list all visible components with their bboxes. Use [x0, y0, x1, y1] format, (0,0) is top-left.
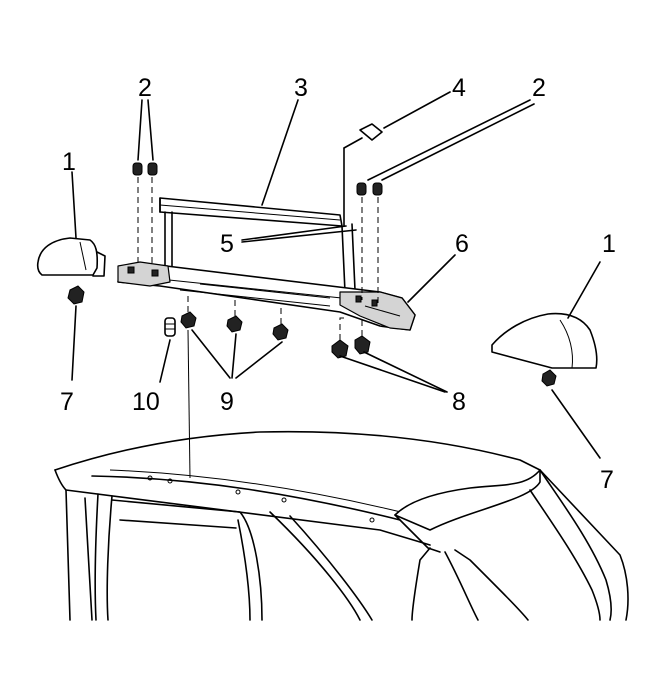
- nut-7-left: [67, 285, 85, 305]
- callout-10: 10: [132, 388, 160, 416]
- bolt-right-a: [356, 182, 367, 300]
- callout-6: 6: [455, 230, 469, 258]
- bolt-10: [164, 317, 176, 337]
- callout-7-left: 7: [60, 388, 74, 416]
- bolt-right-b: [372, 182, 383, 306]
- callout-3: 3: [294, 74, 308, 102]
- alignment-line: [187, 329, 191, 479]
- end-cap-right: [491, 312, 598, 369]
- bolt-left-a: [132, 162, 143, 262]
- nut-9-a: [180, 295, 197, 329]
- callout-2-right: 2: [532, 74, 546, 102]
- nut-8-b: [354, 316, 371, 355]
- vehicle-body: [54, 430, 629, 621]
- callout-4: 4: [452, 74, 466, 102]
- bolt-left-b: [147, 162, 158, 264]
- callout-7-right: 7: [600, 466, 614, 494]
- nut-9-c: [272, 306, 289, 341]
- callout-1-right: 1: [602, 230, 616, 258]
- callouts: 2 3 4 2 1 5 6 1 7 10 9 8 7: [60, 74, 616, 494]
- callout-2-left: 2: [138, 74, 152, 102]
- nut-8-a: [331, 317, 349, 359]
- nut-7-right: [541, 369, 557, 387]
- callout-1-left: 1: [62, 148, 76, 176]
- side-rail-assembly: [117, 261, 416, 331]
- callout-8: 8: [452, 388, 466, 416]
- leader-lines: [71, 91, 601, 459]
- fastener-4: [343, 123, 383, 227]
- callout-9: 9: [220, 388, 234, 416]
- end-cap-left: [36, 237, 106, 277]
- callout-5: 5: [220, 230, 234, 258]
- nut-9-b: [226, 300, 243, 333]
